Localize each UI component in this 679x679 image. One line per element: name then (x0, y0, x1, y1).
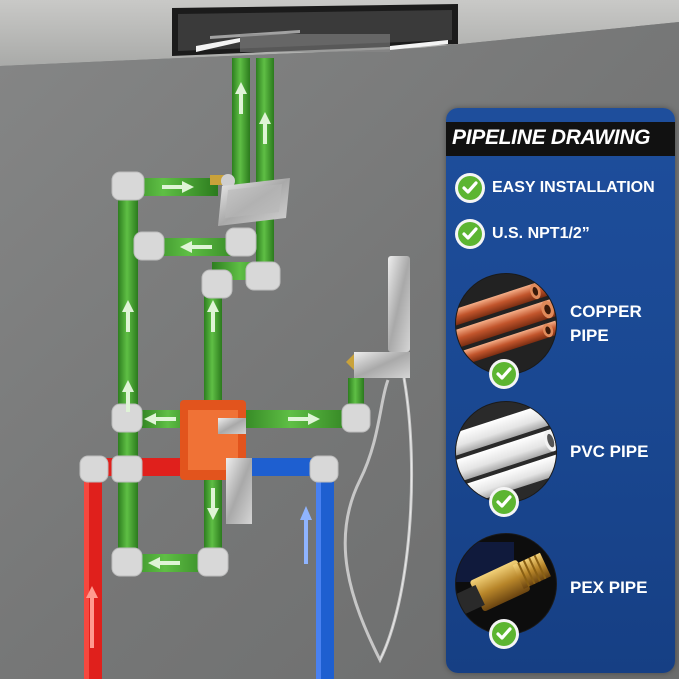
pipe-label: PEX PIPE (570, 576, 647, 600)
feature-label: EASY INSTALLATION (492, 179, 655, 196)
ceiling-rain-shower-head (172, 4, 458, 56)
feature-label: U.S. NPT1/2” (492, 225, 590, 242)
pipe-label: PVC PIPE (570, 440, 648, 464)
panel-title-bar: PIPELINE DRAWING (446, 122, 675, 156)
square-shower-head (210, 174, 290, 226)
check-circle-icon (455, 219, 485, 249)
pipe-label-line2: PIPE (570, 326, 609, 345)
pipe-option-copper: COPPER PIPE (454, 272, 672, 389)
pvc-pipe-image (455, 401, 557, 503)
hand-shower (343, 256, 414, 664)
mixing-valve (180, 400, 252, 524)
pex-pipe-image (455, 533, 557, 635)
copper-pipe-image (455, 273, 557, 375)
check-circle-icon (489, 359, 519, 389)
pipe-label-line1: PVC PIPE (570, 442, 649, 461)
pipe-label-line1: PEX PIPE (570, 578, 648, 597)
check-circle-icon (455, 173, 485, 203)
cold-water-pipe (248, 458, 334, 679)
pipe-label: COPPER PIPE (570, 300, 642, 348)
pipe-option-pex: PEX PIPE (454, 532, 672, 649)
pipe-label-line1: COPPER (570, 302, 642, 321)
check-circle-icon (489, 619, 519, 649)
panel-title: PIPELINE DRAWING (452, 126, 651, 149)
pipe-option-pvc: PVC PIPE (454, 400, 672, 517)
pipe-fittings (79, 171, 371, 577)
info-panel: PIPELINE DRAWING EASY INSTALLATION U.S. … (446, 108, 675, 673)
flow-arrows (122, 82, 320, 569)
check-circle-icon (489, 487, 519, 517)
